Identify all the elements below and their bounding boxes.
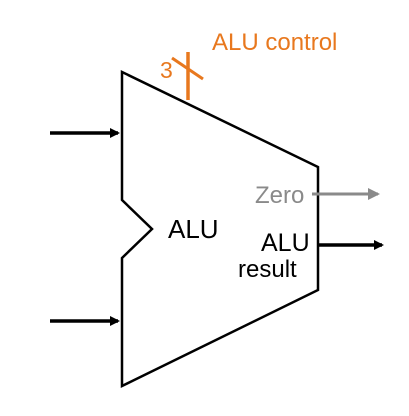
control-bus-slash	[171, 56, 204, 81]
alu-body	[120, 70, 320, 389]
alu-result-label-line1: ALU	[261, 229, 310, 257]
zero-label: Zero	[255, 182, 304, 209]
control-label: ALU control	[212, 29, 337, 56]
control-bits-label: 3	[160, 57, 173, 83]
alu-result-label-line2: result	[238, 256, 297, 283]
alu-center-label: ALU	[168, 214, 219, 244]
